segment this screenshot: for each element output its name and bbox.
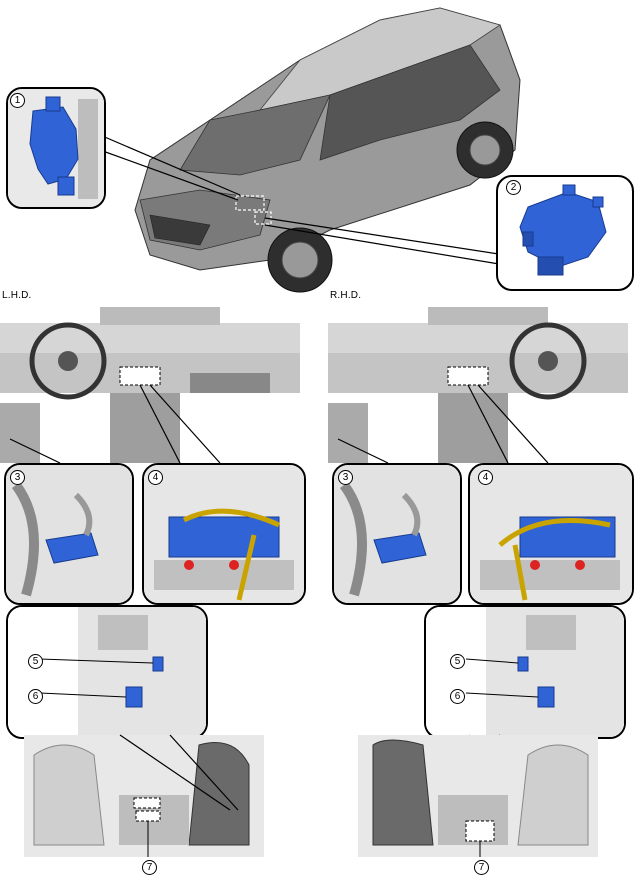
lhd-dashboard-illustration [0,303,306,463]
lhd-interior-illustration [24,735,264,857]
component-4-rhd-illustration [470,465,632,603]
callout-4-lhd: 4 [148,470,163,485]
inset-component-4-rhd [468,463,634,605]
callout-6-rhd: 6 [450,689,465,704]
inset-component-2 [496,175,634,291]
callout-7-lhd: 7 [142,860,157,875]
console-rhd-illustration [426,607,624,737]
callout-1: 1 [10,93,25,108]
inset-console-lhd [6,605,208,739]
component-3-lhd-illustration [6,465,132,603]
lhd-label: L.H.D. [2,290,32,301]
callout-6-lhd: 6 [28,689,43,704]
console-lhd-illustration [8,607,206,737]
inset-component-3-lhd [4,463,134,605]
callout-3-rhd: 3 [338,470,353,485]
rhd-dashboard-illustration [328,303,634,463]
inset-component-1 [6,87,106,209]
callout-2: 2 [506,180,521,195]
component-3-rhd-illustration [334,465,460,603]
callout-3-lhd: 3 [10,470,25,485]
inset-component-3-rhd [332,463,462,605]
component-2-illustration [519,184,607,276]
vehicle-body [134,7,521,293]
callout-5-lhd: 5 [28,654,43,669]
vehicle-exterior-illustration [99,7,521,293]
callout-4-rhd: 4 [478,470,493,485]
callout-7-rhd: 7 [474,860,489,875]
callout-5-rhd: 5 [450,654,465,669]
rhd-label: R.H.D. [330,290,362,301]
component-1-illustration [8,89,104,207]
inset-component-4-lhd [142,463,306,605]
rhd-interior-illustration [358,735,598,857]
component-4-lhd-illustration [144,465,304,603]
inset-console-rhd [424,605,626,739]
